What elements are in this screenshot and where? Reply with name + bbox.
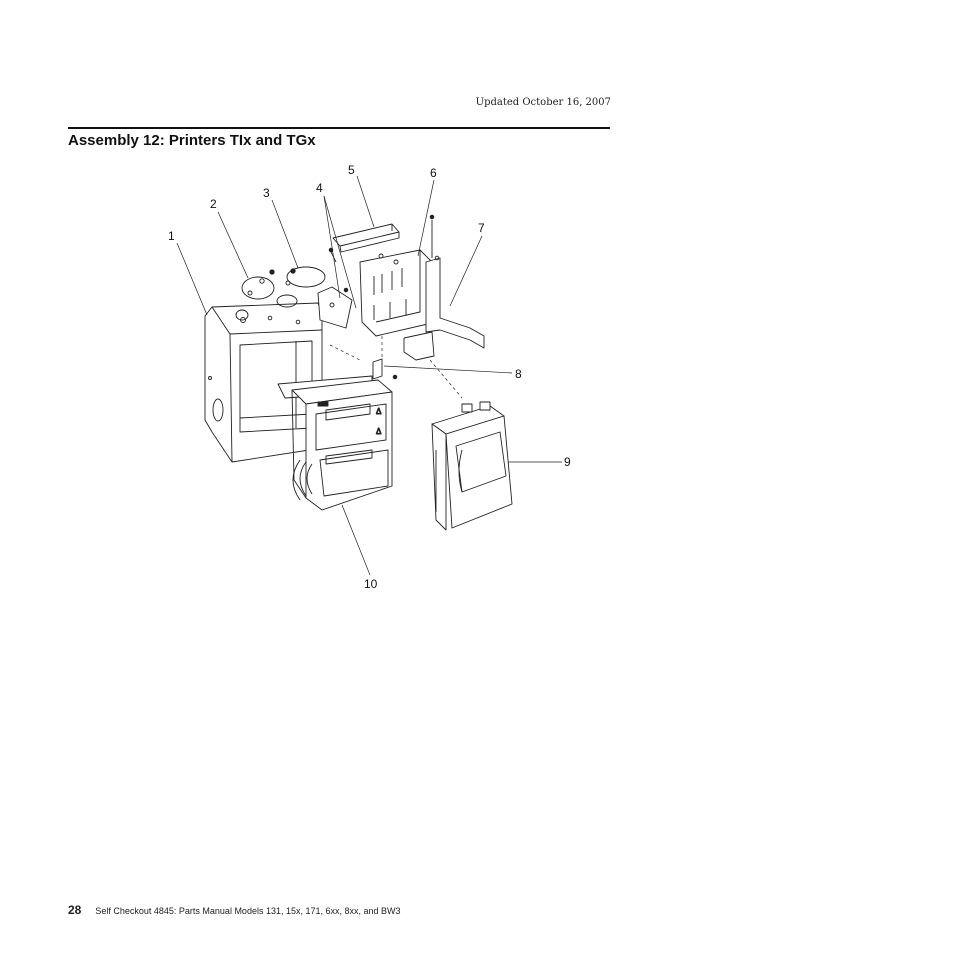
page-footer: 28 Self Checkout 4845: Parts Manual Model… xyxy=(68,901,401,919)
part-printer-tgx: Δ Δ xyxy=(277,375,393,511)
part-mounting-plate xyxy=(359,249,433,337)
callout-5: 5 xyxy=(348,163,355,177)
page-title: Assembly 12: Printers TIx and TGx xyxy=(68,132,316,149)
callout-labels: 1 2 3 4 5 6 7 8 9 10 xyxy=(168,163,571,591)
page-number: 28 xyxy=(68,903,82,917)
callout-8: 8 xyxy=(515,367,522,381)
part-side-bracket xyxy=(317,247,353,329)
callout-1: 1 xyxy=(168,229,175,243)
svg-text:Δ: Δ xyxy=(376,427,382,436)
title-rule xyxy=(68,127,610,129)
part-printer-tix xyxy=(431,401,513,531)
part-clip xyxy=(372,358,398,380)
callout-2: 2 xyxy=(210,197,217,211)
part-round-cover xyxy=(235,269,275,321)
callout-7: 7 xyxy=(478,221,485,235)
callout-9: 9 xyxy=(564,455,571,469)
part-l-bracket xyxy=(403,214,485,361)
callout-10: 10 xyxy=(364,577,378,591)
part-top-bracket xyxy=(332,223,400,253)
callout-4: 4 xyxy=(316,181,323,195)
svg-text:Δ: Δ xyxy=(376,407,382,416)
updated-date: Updated October 16, 2007 xyxy=(475,97,611,108)
part-oval-cover xyxy=(276,266,326,308)
footer-text: Self Checkout 4845: Parts Manual Models … xyxy=(95,906,401,916)
callout-6: 6 xyxy=(430,166,437,180)
callout-3: 3 xyxy=(263,186,270,200)
